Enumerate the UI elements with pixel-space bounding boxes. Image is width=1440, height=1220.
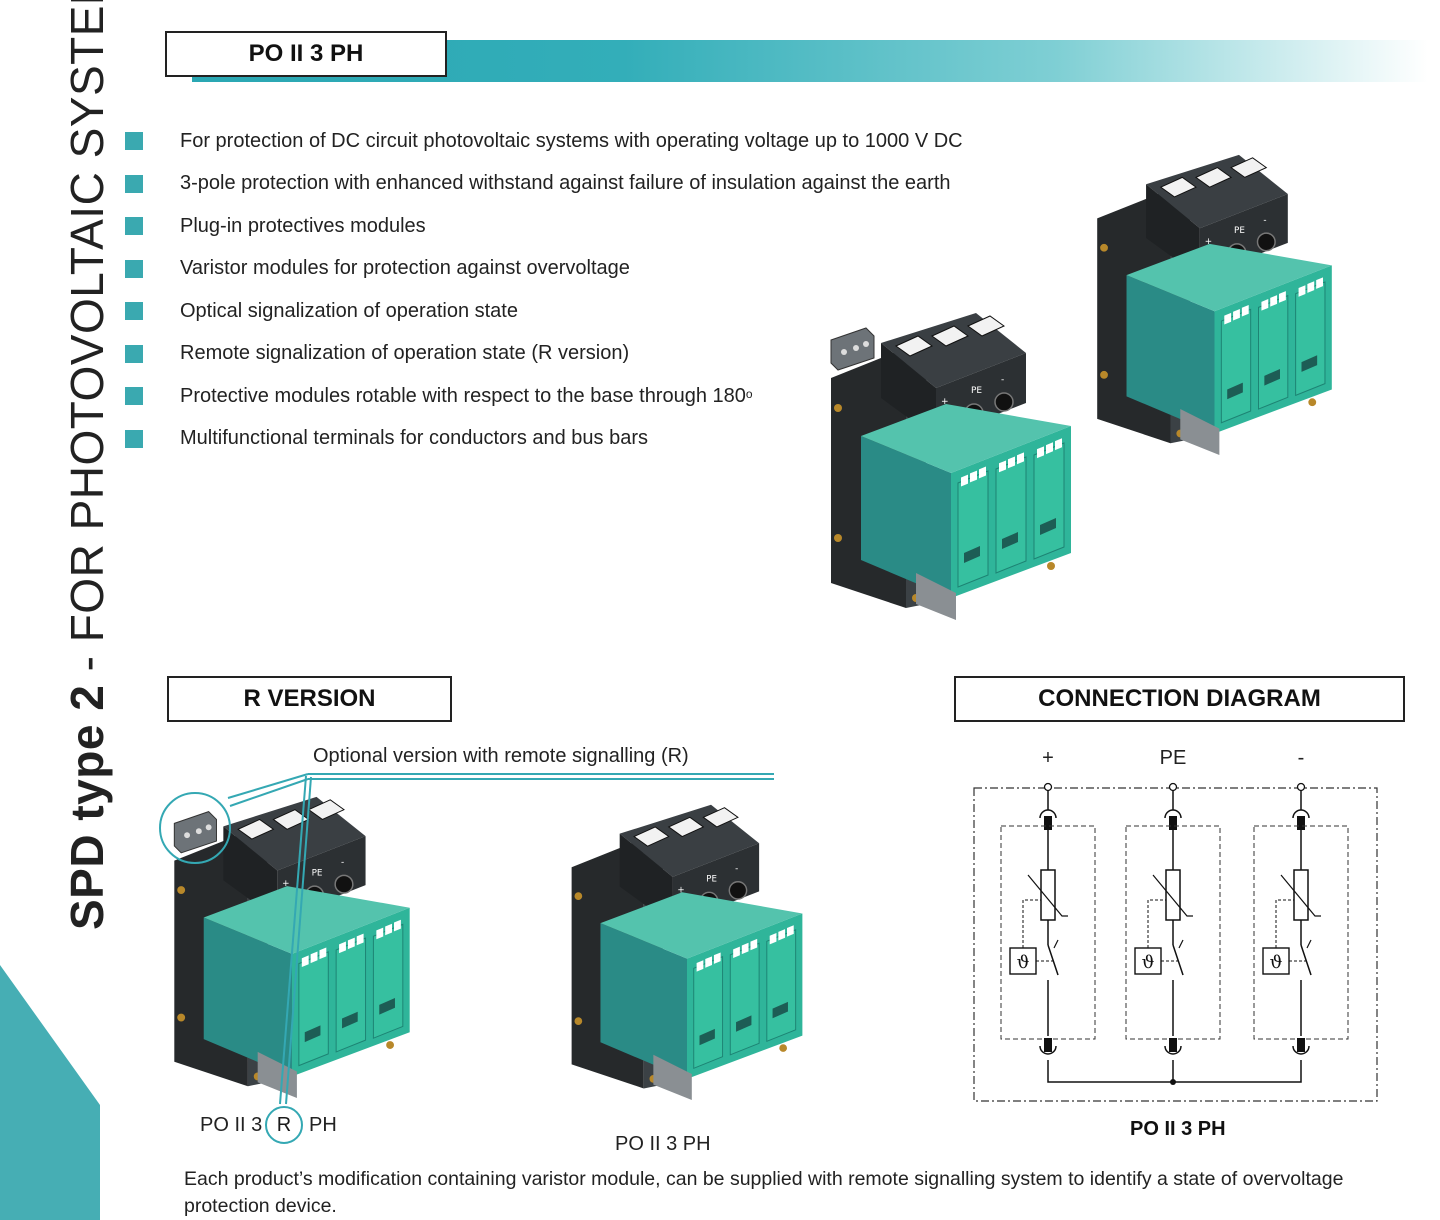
feature-text: Optical signalization of operation state: [180, 299, 518, 322]
feature-text: Remote signalization of operation state …: [180, 342, 630, 365]
terminal-label: -: [341, 858, 344, 868]
list-item: For protection of DC circuit photovoltai…: [125, 120, 1025, 163]
vertical-title-bold: SPD type 2: [61, 684, 113, 930]
corner-decoration: [0, 965, 100, 1220]
connection-diagram-title: CONNECTION DIAGRAM: [954, 676, 1405, 722]
device-body: + PE -: [830, 313, 1071, 620]
device-image-standard-top: + PE -: [1097, 154, 1332, 455]
feature-list: For protection of DC circuit photovoltai…: [125, 120, 1025, 460]
device-body: + PE -: [1097, 154, 1332, 455]
remote-signalling-callout: Optional version with remote signalling …: [313, 745, 689, 767]
connection-diagram-caption: PO II 3 PH: [1130, 1118, 1226, 1140]
vertical-title-rest: - FOR PHOTOVOLTAIC SYSTEM: [61, 0, 113, 685]
device-image-r-version-top: + PE -: [830, 313, 1071, 620]
disconnector-switch: [1172, 944, 1184, 976]
bullet-icon: [125, 302, 143, 321]
callout-leader-lines: [159, 773, 774, 1105]
protection-branch: +ϑ: [1000, 747, 1096, 1055]
feature-text: Plug-in protectives modules: [180, 214, 426, 237]
protection-branch: PE ϑ: [1125, 747, 1221, 1055]
feature-text: For protection of DC circuit photovoltai…: [180, 129, 963, 152]
degree-symbol: o: [745, 387, 753, 402]
terminal-label: +: [282, 879, 289, 889]
feature-text: Varistor modules for protection against …: [180, 257, 630, 280]
feature-text: Multifunctional terminals for conductors…: [180, 427, 649, 450]
list-item: Multifunctional terminals for conductors…: [125, 418, 1025, 461]
terminal-label: PE: [706, 875, 717, 885]
disconnector-switch: [1047, 944, 1059, 976]
bullet-icon: [125, 344, 143, 363]
list-item: Optical signalization of operation state: [125, 290, 1025, 333]
vertical-title-text: SPD type 2 - FOR PHOTOVOLTAIC SYSTEM: [60, 0, 114, 930]
terminal-label: +: [677, 885, 684, 895]
standard-model-label: PO II 3 PH: [615, 1133, 711, 1155]
bullet-icon: [125, 259, 143, 278]
terminal-label: -: [1001, 375, 1004, 385]
terminal-label: -: [1263, 215, 1266, 225]
list-item: Plug-in protectives modules: [125, 205, 1025, 248]
terminal-label: +: [1205, 237, 1212, 247]
product-title: PO II 3 PH: [165, 31, 447, 77]
thermal-sensor: [1009, 947, 1037, 975]
diagram-frame: [973, 787, 1378, 1102]
footer-note: Each product’s modification containing v…: [184, 1168, 1344, 1217]
bullet-icon: [125, 387, 143, 406]
protection-branch: -ϑ: [1253, 747, 1349, 1055]
r-model-label-prefix: PO II 3: [200, 1114, 263, 1136]
r-model-label-circle: R: [265, 1106, 303, 1144]
terminal-label: PE: [1160, 747, 1187, 769]
terminal-label: -: [1298, 747, 1305, 769]
terminal-label: PE: [1234, 226, 1245, 236]
thermal-icon: ϑ: [1270, 952, 1283, 973]
list-item: Varistor modules for protection against …: [125, 248, 1025, 291]
device-body: + PE -: [173, 796, 410, 1098]
feature-text: Protective modules rotable with respect …: [180, 384, 746, 407]
bullet-icon: [125, 429, 143, 448]
list-item: Remote signalization of operation state …: [125, 333, 1025, 376]
remote-signal-connector: [173, 811, 217, 854]
device-image-standard: + PE -: [571, 804, 803, 1100]
r-version-title: R VERSION: [167, 676, 452, 722]
feature-text: 3-pole protection with enhanced withstan…: [180, 172, 951, 195]
device-body: + PE -: [571, 804, 803, 1100]
terminal-label: PE: [312, 868, 323, 878]
remote-signal-connector: [830, 327, 875, 371]
terminal-label: +: [941, 397, 949, 407]
thermal-icon: ϑ: [1017, 952, 1030, 973]
varistor-symbol: [1293, 869, 1309, 921]
terminal-label: -: [735, 864, 738, 874]
list-item: Protective modules rotable with respect …: [125, 375, 1025, 418]
bullet-icon: [125, 217, 143, 236]
thermal-icon: ϑ: [1142, 952, 1155, 973]
device-image-r-version: + PE -: [173, 796, 410, 1098]
r-model-label-suffix: PH: [309, 1114, 337, 1136]
terminal-label: +: [1042, 747, 1054, 769]
varistor-symbol: [1040, 869, 1056, 921]
list-item: 3-pole protection with enhanced withstan…: [125, 163, 1025, 206]
bus-line: [1047, 1060, 1302, 1083]
bullet-icon: [125, 174, 143, 193]
terminal-label: PE: [971, 386, 982, 396]
bullet-icon: [125, 132, 143, 151]
disconnector-switch: [1300, 944, 1312, 976]
varistor-symbol: [1165, 869, 1181, 921]
